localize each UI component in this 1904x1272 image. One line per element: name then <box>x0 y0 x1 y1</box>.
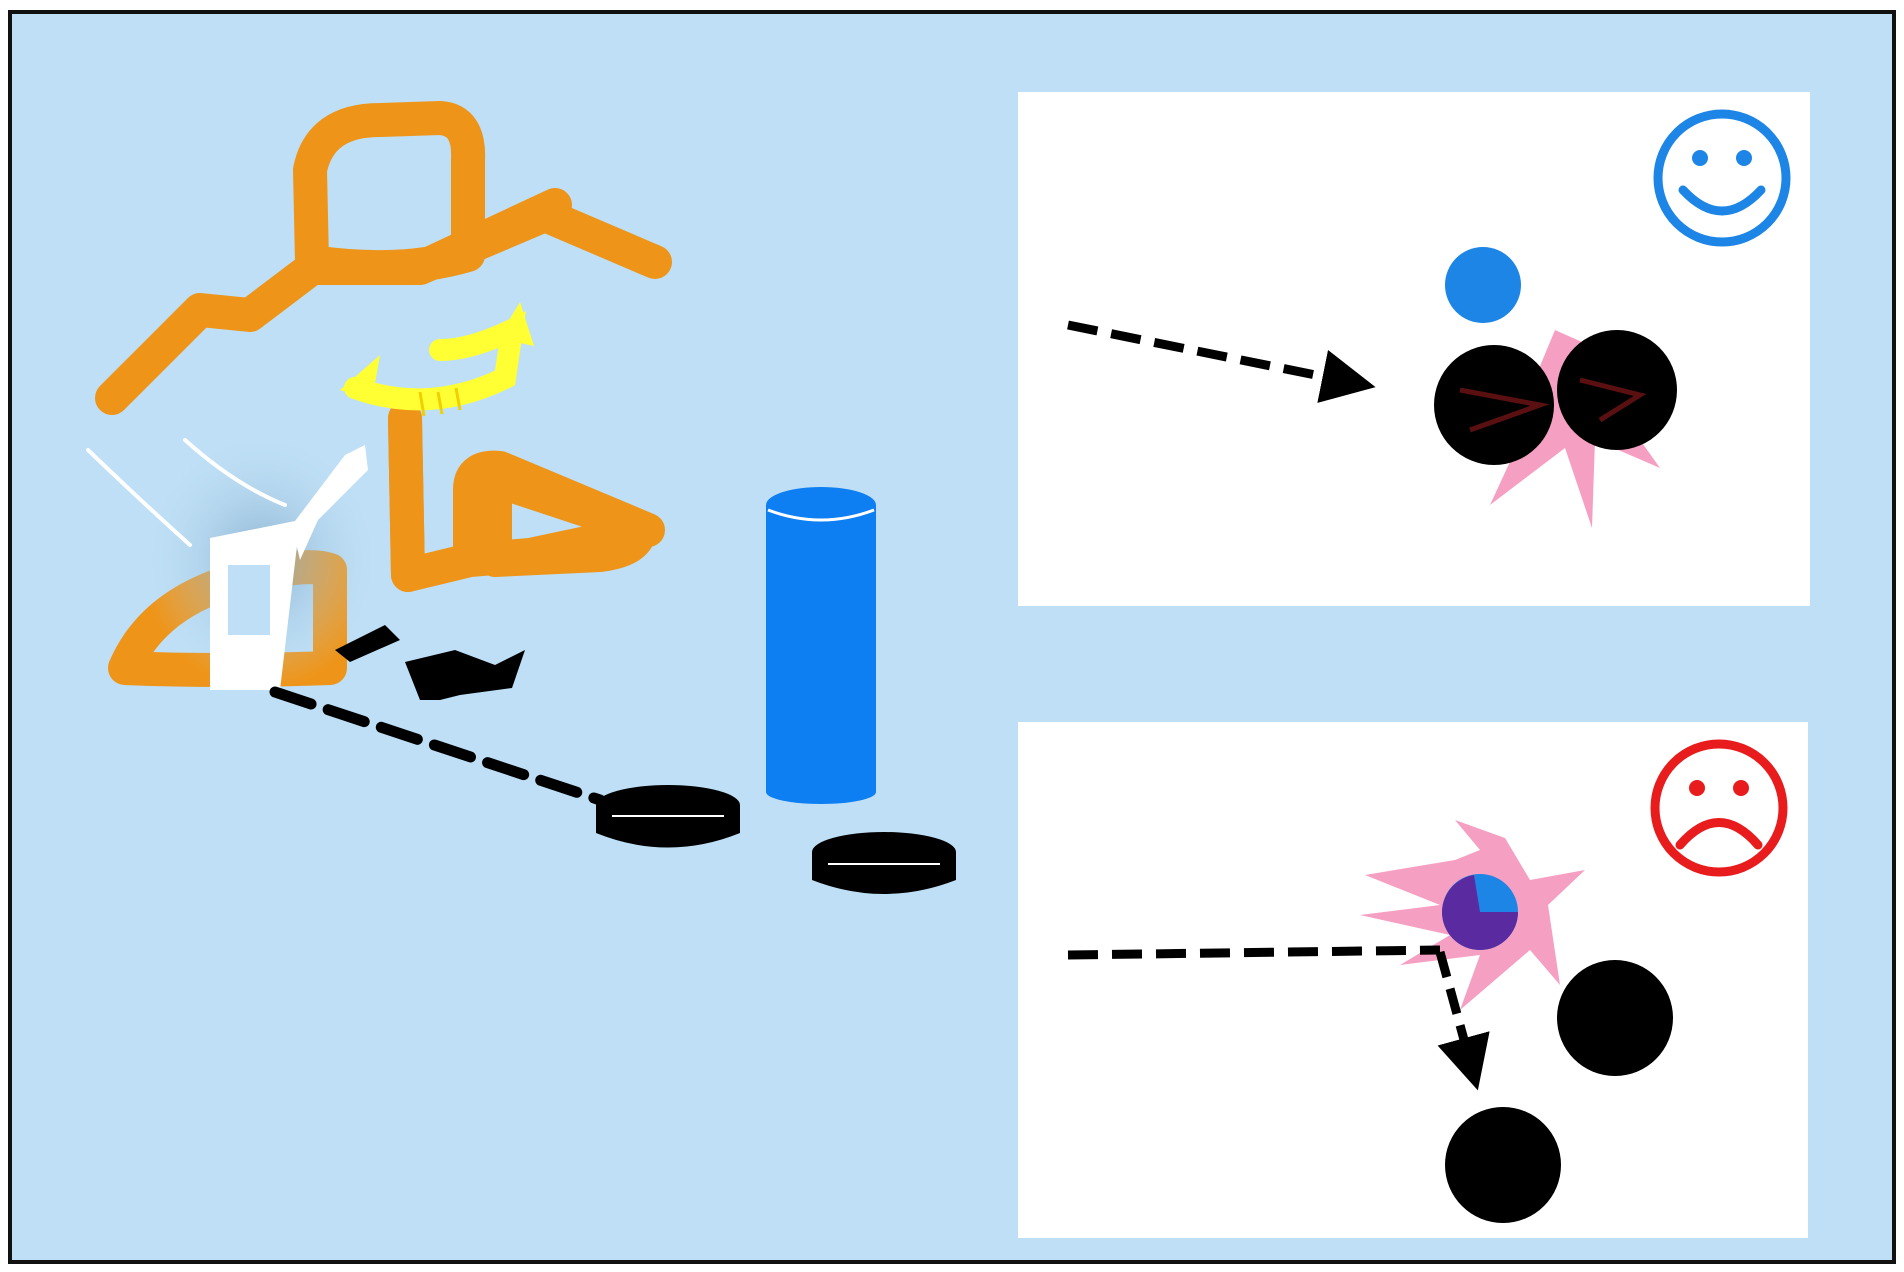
trajectory-dashed-line <box>269 686 606 806</box>
black-puck-icon <box>812 832 956 894</box>
black-puck-icon <box>596 785 740 848</box>
robot-arm-lower-loop <box>478 463 657 577</box>
gripper-icon <box>210 445 368 690</box>
failure-panel <box>1018 722 1808 1238</box>
rotation-arrow-icon <box>340 302 534 417</box>
success-trajectory-arrow <box>1067 320 1376 403</box>
robot-arm-column <box>388 403 425 592</box>
push-arrow-icon <box>335 625 525 700</box>
target-puck-icon <box>1434 345 1554 465</box>
target-puck-icon <box>1445 1107 1561 1223</box>
smiley-face-icon <box>1653 109 1791 247</box>
target-puck-icon <box>1557 960 1673 1076</box>
success-panel <box>1018 92 1810 606</box>
blue-ball-icon <box>1445 247 1521 323</box>
robot-arm-upper-wing-inner <box>403 188 572 285</box>
failure-trajectory-line <box>1067 945 1441 960</box>
motion-lines-icon <box>86 438 287 547</box>
sad-face-icon <box>1650 739 1788 877</box>
blue-cylinder-icon <box>766 487 876 804</box>
deflection-arrow <box>1435 950 1490 1091</box>
